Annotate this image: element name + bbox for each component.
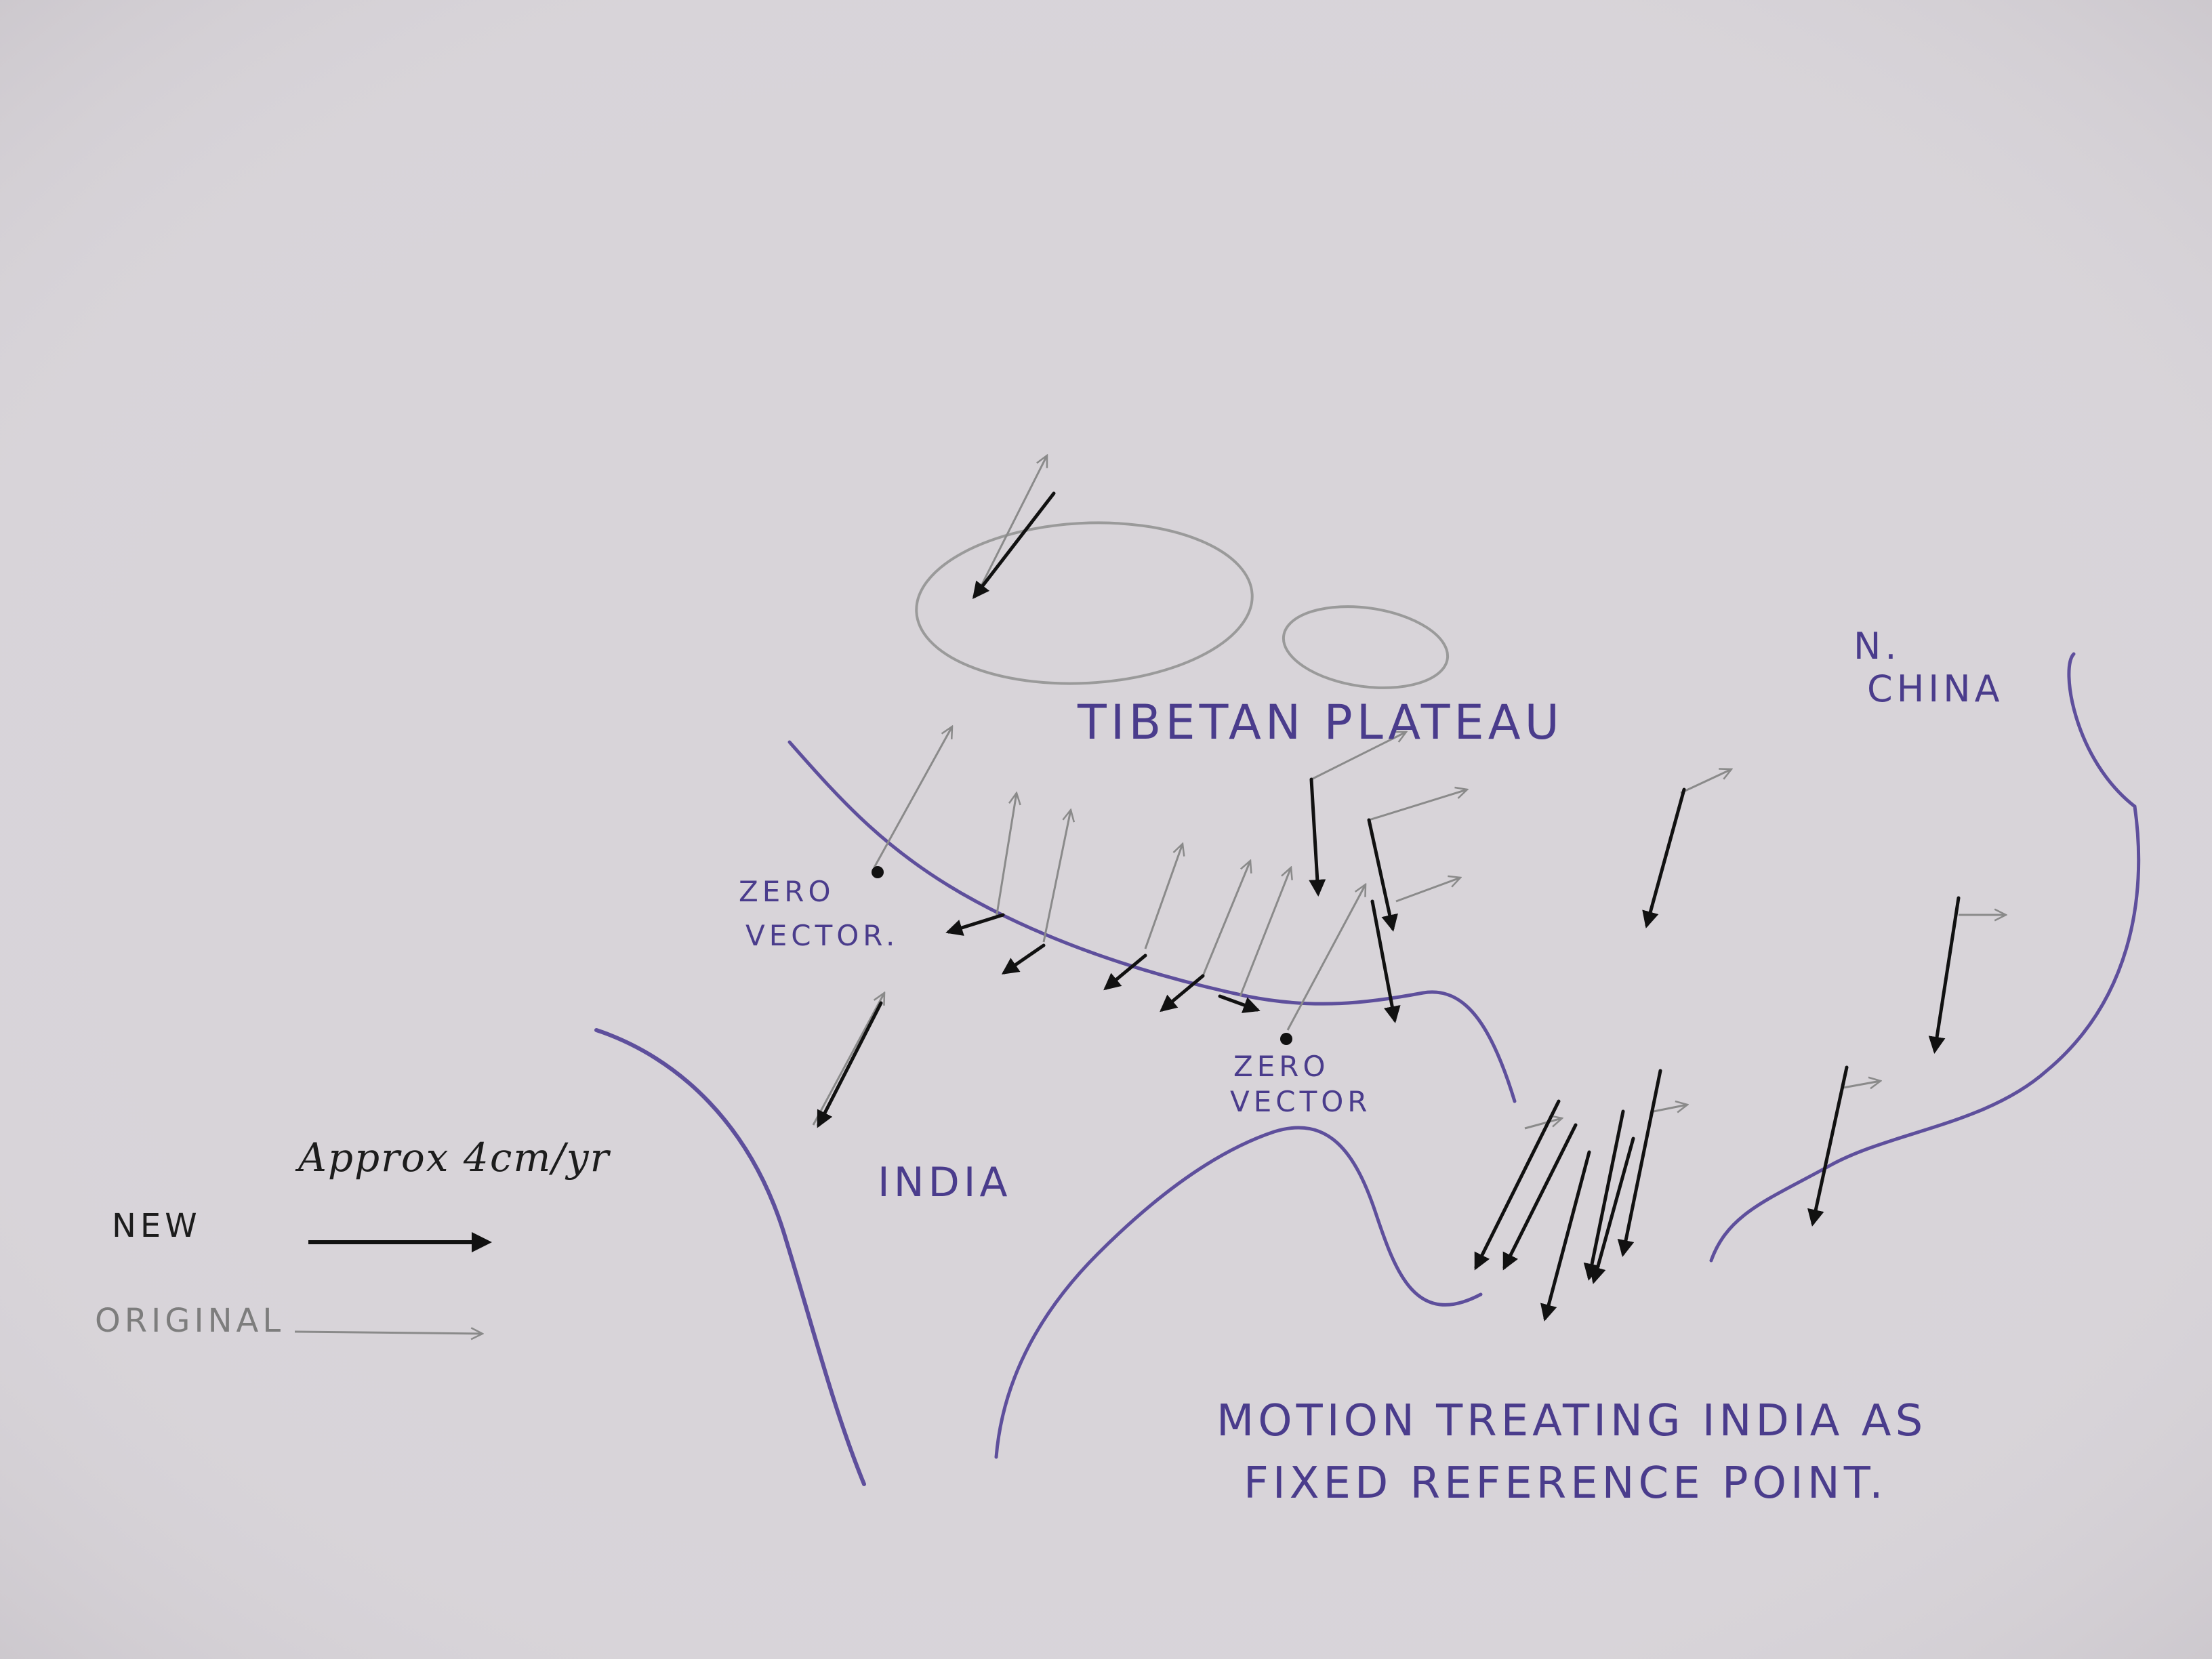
new-arrow xyxy=(1583,1109,1625,1281)
n-china-label-line1: N. xyxy=(1853,625,1901,668)
legend-original-arrow xyxy=(294,1332,483,1334)
new-arrow xyxy=(1367,818,1398,932)
original-arrow xyxy=(1524,1118,1562,1130)
original-arrow xyxy=(995,793,1017,919)
tibetan-plateau-label: TIBETAN PLATEAU xyxy=(1077,695,1563,750)
original-arrow xyxy=(1395,878,1460,903)
new-arrow xyxy=(1502,1123,1578,1271)
new-arrow xyxy=(1370,899,1401,1023)
new-vectors xyxy=(817,491,1961,1322)
zero-vector-dot xyxy=(872,866,884,878)
n-china-coast xyxy=(1709,652,2141,1263)
new-arrow xyxy=(1103,954,1147,991)
original-arrow xyxy=(1680,769,1732,794)
new-arrow xyxy=(1589,1136,1635,1284)
new-arrow xyxy=(1474,1099,1561,1271)
caption-line2: FIXED REFERENCE POINT. xyxy=(1244,1458,1887,1509)
new-arrow xyxy=(1642,787,1686,928)
zero-vector-left-line2: VECTOR. xyxy=(745,919,899,952)
new-arrow xyxy=(1540,1150,1591,1322)
original-arrow xyxy=(1653,1105,1687,1111)
original-arrow xyxy=(1202,861,1250,977)
small-basin-outline xyxy=(1282,605,1450,689)
new-arrow xyxy=(1160,974,1205,1012)
zero-vector-left-line1: ZERO xyxy=(739,875,835,908)
zero-vector-mid-line2: VECTOR xyxy=(1230,1085,1372,1118)
original-arrow xyxy=(1843,1081,1881,1088)
northern-basin-outline xyxy=(915,521,1254,685)
new-arrow xyxy=(817,1001,883,1128)
original-vectors xyxy=(812,455,2006,1130)
original-arrow xyxy=(1239,867,1291,997)
legend-original-label: ORIGINAL xyxy=(95,1302,285,1340)
himalayan-front-boundary xyxy=(787,740,1517,1103)
caption-line1: MOTION TREATING INDIA AS xyxy=(1216,1396,1927,1446)
n-china-label-line2: CHINA xyxy=(1867,668,2004,710)
original-arrow xyxy=(1042,810,1071,943)
original-arrow xyxy=(873,726,952,868)
india-label: INDIA xyxy=(878,1159,1012,1206)
new-arrow xyxy=(1807,1065,1849,1227)
new-arrow xyxy=(1928,896,1961,1054)
original-arrow xyxy=(1368,790,1467,821)
original-arrow xyxy=(1286,884,1366,1031)
original-arrow xyxy=(975,455,1048,597)
new-arrow xyxy=(1309,777,1326,897)
legend-scale-text: Approx 4cm/yr xyxy=(295,1134,611,1181)
new-arrow xyxy=(1001,943,1046,975)
original-arrow xyxy=(1311,731,1406,781)
new-arrow xyxy=(945,913,1005,936)
new-arrow xyxy=(972,491,1056,599)
zero-vector-mid-line1: ZERO xyxy=(1233,1050,1330,1083)
india-east-coast xyxy=(994,1126,1483,1459)
new-arrow xyxy=(1218,994,1261,1013)
india-west-coast xyxy=(594,1028,866,1486)
original-arrow xyxy=(812,993,884,1126)
new-arrow xyxy=(1617,1069,1662,1257)
zero-vector-dot xyxy=(1280,1033,1292,1045)
original-arrow xyxy=(1144,844,1183,949)
legend: Approx 4cm/yr NEW ORIGINAL xyxy=(95,1134,611,1340)
legend-new-label: NEW xyxy=(112,1207,201,1245)
